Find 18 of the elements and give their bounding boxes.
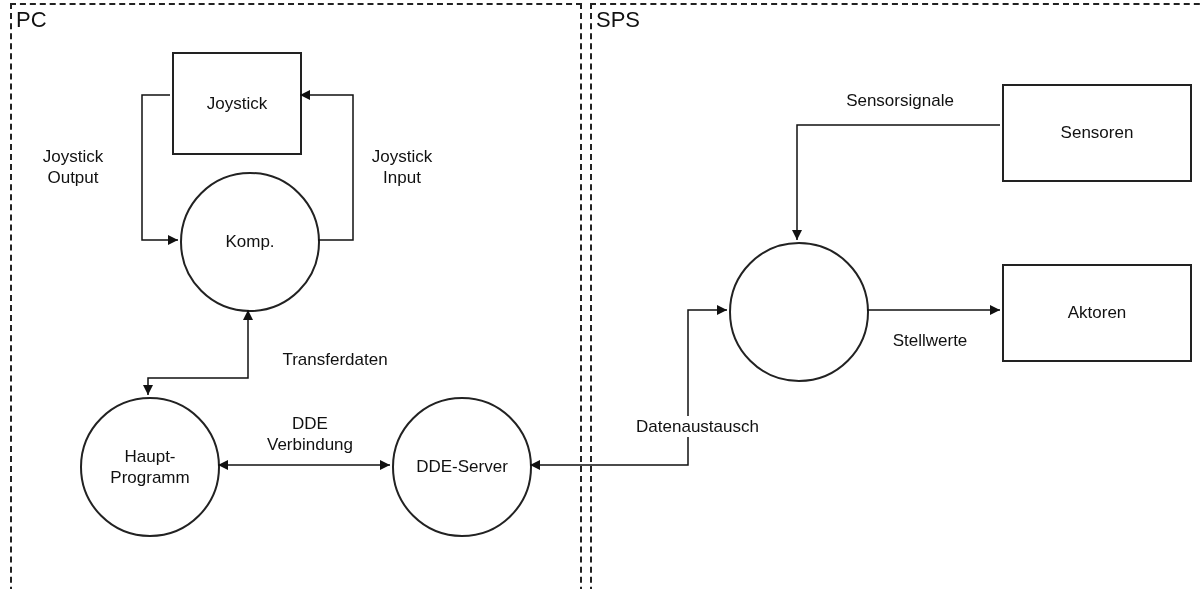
process-box xyxy=(172,52,302,155)
arrow xyxy=(792,124,1001,241)
arrow xyxy=(217,460,391,470)
node-label: Joystick xyxy=(206,92,268,115)
process-box xyxy=(1002,264,1192,362)
node-label: Aktoren xyxy=(1067,302,1127,324)
arrow xyxy=(299,90,354,241)
process-box xyxy=(1002,84,1192,182)
node-label: Haupt-Programm xyxy=(109,445,191,489)
arrow xyxy=(529,305,728,470)
node-label: Komp. xyxy=(225,231,275,253)
arrow xyxy=(143,309,253,396)
arrow xyxy=(141,94,179,245)
node-label: DDE-Server xyxy=(416,456,508,478)
region-label: PC xyxy=(16,9,47,31)
node-label: Sensoren xyxy=(1060,122,1134,144)
region-label: SPS xyxy=(596,9,641,31)
arrow xyxy=(866,305,1001,315)
